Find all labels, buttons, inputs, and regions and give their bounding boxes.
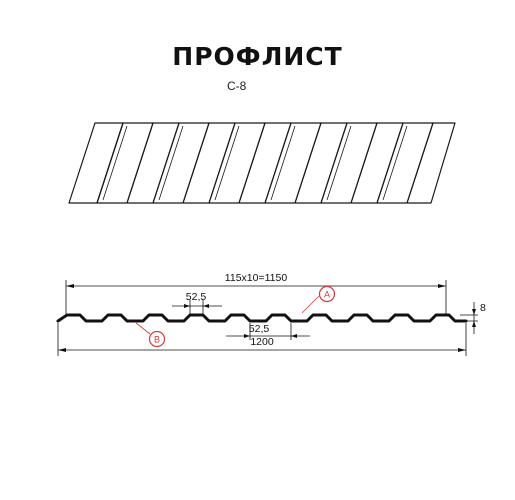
marker-b-label: B [154,335,160,345]
marker-b: B [148,330,166,348]
marker-a: A [318,285,336,303]
sheet-perspective-view [68,122,456,204]
page-title: ПРОФЛИСТ [172,42,343,71]
marker-a-label: A [324,290,330,300]
sheet-cross-section [56,313,468,323]
dimension-rib-top: 52,5 [186,291,207,303]
dimension-pitch-total: 115x10=1150 [225,272,288,284]
profile-code: С-8 [227,79,247,93]
dimension-rib-bottom: 52,5 [249,323,270,335]
dimension-total-width: 1200 [250,336,274,348]
dimension-height: 8 [480,302,486,314]
dimension-lines [57,280,478,356]
